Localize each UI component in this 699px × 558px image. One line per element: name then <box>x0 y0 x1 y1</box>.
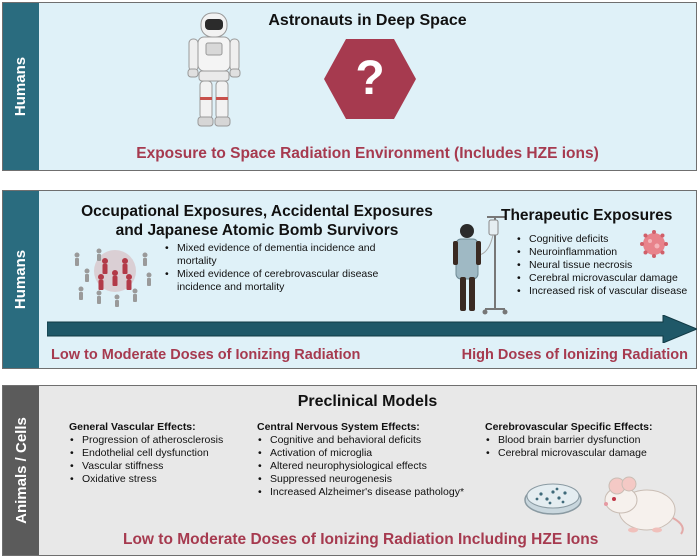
occupational-title-line1: Occupational Exposures, Accidental Expos… <box>81 203 433 220</box>
therapeutic-title: Therapeutic Exposures <box>501 207 673 224</box>
preclinical-panel: Animals / Cells Preclinical Models Gener… <box>2 385 697 556</box>
astronaut-panel: Humans Astronauts in Deep Space ? Exp <box>2 2 697 171</box>
vascular-header: General Vascular Effects: <box>69 421 196 433</box>
cerebro-bullet-list: Blood brain barrier dysfunction Cerebral… <box>485 434 697 460</box>
therapeutic-bullet: Neural tissue necrosis <box>516 259 699 272</box>
occupational-bullet: Mixed evidence of cerebrovascular diseas… <box>164 268 409 294</box>
therapeutic-bullet: Neuroinflammation <box>516 246 699 259</box>
population-group-icon <box>74 248 152 307</box>
vascular-bullet-list: Progression of atherosclerosis Endotheli… <box>69 434 249 486</box>
vascular-effects-column: General Vascular Effects: Progression of… <box>69 421 249 486</box>
panel3-title: Preclinical Models <box>297 393 438 410</box>
occupational-title-line2: and Japanese Atomic Bomb Survivors <box>115 222 399 239</box>
space-exposure-label: Exposure to Space Radiation Environment … <box>136 145 599 162</box>
vascular-bullet: Oxidative stress <box>69 473 249 486</box>
cerebro-bullet: Blood brain barrier dysfunction <box>485 434 697 447</box>
cns-bullet: Increased Alzheimer's disease pathology* <box>257 486 487 499</box>
cerebrovascular-effects-column: Cerebrovascular Specific Effects: Blood … <box>485 421 697 460</box>
panel3-side-bar: Animals / Cells <box>3 386 39 555</box>
therapeutic-bullet: Cognitive deficits <box>516 233 699 246</box>
therapeutic-bullet: Increased risk of vascular disease <box>516 285 699 298</box>
cns-bullet: Suppressed neurogenesis <box>257 473 487 486</box>
occupational-bullet: Mixed evidence of dementia incidence and… <box>164 242 409 268</box>
petri-dish-icon <box>524 483 582 515</box>
high-dose-label: High Doses of Ionizing Radiation <box>461 347 688 363</box>
panel2-side-bar: Humans <box>3 191 39 368</box>
panel3-side-label: Animals / Cells <box>12 417 30 524</box>
cns-effects-column: Central Nervous System Effects: Cognitiv… <box>257 421 487 499</box>
occupational-title: Occupational Exposures, Accidental Expos… <box>67 202 447 240</box>
panel2-side-label: Humans <box>12 249 30 310</box>
inflamed-cell-icon <box>640 230 668 258</box>
therapeutic-bullet: Cerebral microvascular damage <box>516 272 699 285</box>
cerebro-header: Cerebrovascular Specific Effects: <box>485 421 653 433</box>
occupational-bullet-list: Mixed evidence of dementia incidence and… <box>164 242 409 294</box>
patient-iv-icon <box>453 216 508 315</box>
mouse-icon <box>604 476 684 535</box>
cns-bullet: Cognitive and behavioral deficits <box>257 434 487 447</box>
cns-bullet: Altered neurophysiological effects <box>257 460 487 473</box>
low-dose-label: Low to Moderate Doses of Ionizing Radiat… <box>51 347 361 363</box>
preclinical-dose-label: Low to Moderate Doses of Ionizing Radiat… <box>123 531 599 548</box>
vascular-bullet: Vascular stiffness <box>69 460 249 473</box>
vascular-bullet: Endothelial cell dysfunction <box>69 447 249 460</box>
therapeutic-bullet-list: Cognitive deficits Neuroinflammation Neu… <box>516 233 699 298</box>
cerebro-bullet: Cerebral microvascular damage <box>485 447 697 460</box>
panel1-side-bar: Humans <box>3 3 39 170</box>
vascular-bullet: Progression of atherosclerosis <box>69 434 249 447</box>
human-exposures-panel: Humans Occupational Exposures, Accidenta… <box>2 190 697 369</box>
cns-header: Central Nervous System Effects: <box>257 421 420 433</box>
question-hexagon-icon <box>324 39 416 119</box>
panel1-side-label: Humans <box>12 56 30 117</box>
cns-bullet: Activation of microglia <box>257 447 487 460</box>
dose-gradient-arrow <box>47 315 697 343</box>
question-mark: ? <box>355 52 385 105</box>
astronaut-icon <box>187 12 241 127</box>
panel1-title: Astronauts in Deep Space <box>268 12 467 29</box>
cns-bullet-list: Cognitive and behavioral deficits Activa… <box>257 434 487 499</box>
